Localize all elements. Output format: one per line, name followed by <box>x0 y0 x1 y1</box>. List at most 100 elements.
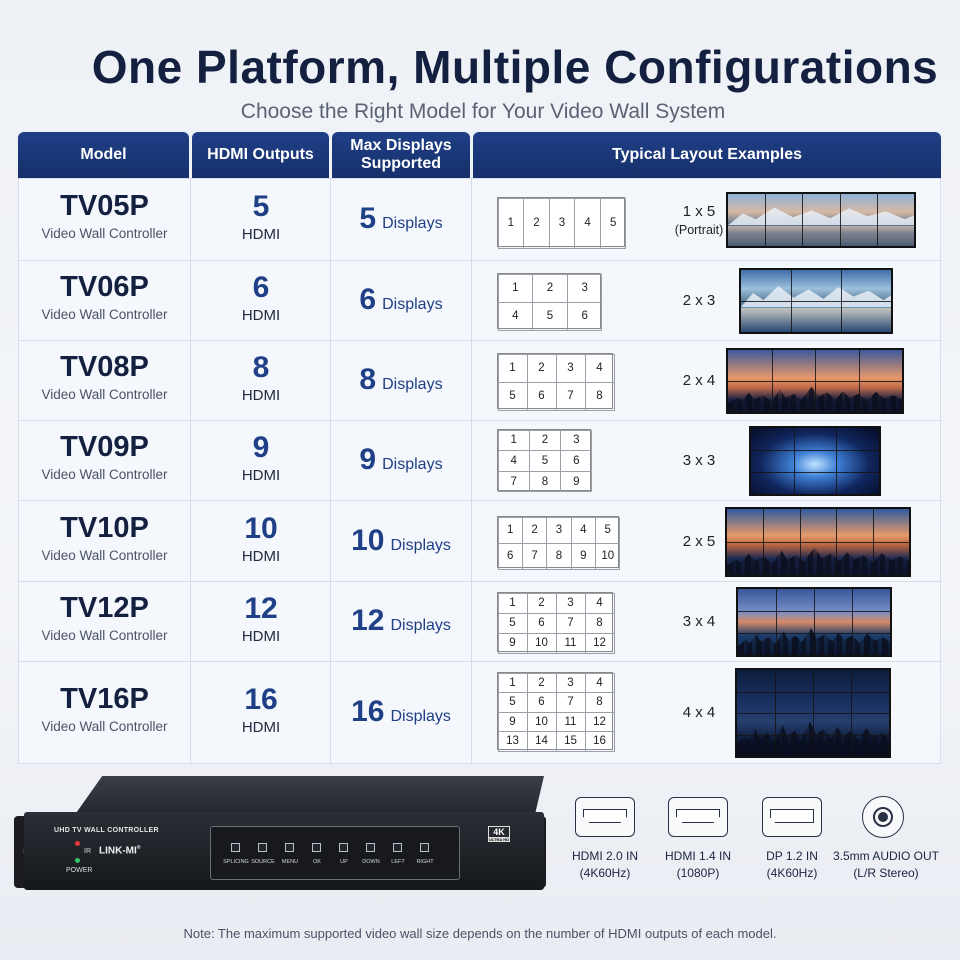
grid-cell: 4 <box>570 516 597 544</box>
grid-cell: 3 <box>555 672 586 693</box>
video-wall-preview <box>739 268 893 334</box>
grid-cell: 8 <box>528 470 562 493</box>
video-wall-preview <box>735 668 891 758</box>
device-button-ok[interactable] <box>312 843 321 852</box>
power-led-icon <box>75 858 80 863</box>
device-top <box>74 776 544 816</box>
device-button-right[interactable] <box>420 843 429 852</box>
grid-cell: 1 <box>497 273 534 303</box>
layout-label: 3 x 4 <box>682 613 716 630</box>
grid-cell: 9 <box>497 711 528 732</box>
grid-cell: 4 <box>584 592 615 614</box>
layout-label: 2 x 5 <box>682 532 716 550</box>
col-header-layouts: Typical Layout Examples <box>473 132 941 178</box>
grid-cell: 10 <box>595 542 621 570</box>
grid-cell: 6 <box>526 692 557 713</box>
grid-cell: 2 <box>526 592 557 614</box>
grid-cell: 15 <box>555 731 586 752</box>
device-button-down[interactable] <box>366 843 375 852</box>
hdmi-count: 5 <box>252 190 270 223</box>
hdmi-label: HDMI <box>241 628 281 645</box>
hdmi-label: HDMI <box>241 547 281 565</box>
display-count: 16 <box>351 695 385 728</box>
grid-cell: 5 <box>532 301 568 331</box>
grid-cell: 12 <box>584 632 615 654</box>
grid-cell: 1 <box>497 592 528 614</box>
hdmi-count: 16 <box>244 683 278 716</box>
model-description: Video Wall Controller <box>41 719 168 734</box>
col-header-hdmi: HDMI Outputs <box>192 132 329 178</box>
device-button-label: SPLICING <box>223 859 249 865</box>
grid-cell: 2 <box>523 197 550 249</box>
grid-cell: 5 <box>497 692 528 713</box>
grid-cell: 7 <box>497 470 530 493</box>
grid-cell: 6 <box>526 381 557 411</box>
video-wall-preview <box>726 348 904 414</box>
model-description: Video Wall Controller <box>41 387 168 402</box>
model-name: TV09P <box>60 431 149 463</box>
video-wall-preview <box>726 192 916 248</box>
display-count: 6 <box>359 283 377 316</box>
audio-jack-icon <box>862 796 904 838</box>
hdmi-label: HDMI <box>241 719 281 736</box>
grid-cell: 4 <box>574 197 601 249</box>
device-button-up[interactable] <box>339 843 348 852</box>
grid-cell: 13 <box>497 731 528 752</box>
display-count: 8 <box>359 363 377 396</box>
device-button-splicing[interactable] <box>231 843 240 852</box>
page-title: One Platform, Multiple Configurations <box>91 41 939 93</box>
display-label: Displays <box>382 456 443 473</box>
brand-logo: LINK-MI® <box>99 845 141 857</box>
display-label: Displays <box>382 296 443 313</box>
grid-cell: 2 <box>526 353 557 383</box>
grid-cell: 6 <box>566 301 603 331</box>
device-button-menu[interactable] <box>285 843 294 852</box>
grid-cell: 8 <box>584 381 615 411</box>
grid-cell: 16 <box>584 731 615 752</box>
hdmi-port-icon <box>575 797 635 837</box>
video-wall-preview <box>749 426 881 496</box>
grid-cell: 10 <box>526 711 557 732</box>
power-label: POWER <box>66 867 93 874</box>
grid-cell: 5 <box>497 381 528 411</box>
hdmi-label: HDMI <box>241 226 281 243</box>
display-label: Displays <box>390 617 451 634</box>
grid-cell: 2 <box>526 672 557 693</box>
device-button-label: SOURCE <box>251 859 275 865</box>
device-button-label: OK <box>313 859 321 865</box>
grid-cell: 6 <box>497 542 523 570</box>
device-button-label: UP <box>340 859 348 865</box>
grid-cell: 1 <box>497 672 528 693</box>
device-button-left[interactable] <box>393 843 402 852</box>
model-description: Video Wall Controller <box>41 628 168 643</box>
port-label-dp: DP 1.2 IN(4K60Hz) <box>766 849 818 880</box>
ir-led-icon <box>75 841 80 846</box>
grid-cell: 10 <box>526 632 557 654</box>
model-name: TV10P <box>60 511 149 544</box>
grid-cell: 4 <box>497 301 534 331</box>
grid-cell: 7 <box>555 692 586 713</box>
display-count: 5 <box>359 202 377 235</box>
layout-label: 2 x 3 <box>682 292 716 309</box>
hdmi-port-icon <box>668 797 728 837</box>
model-name: TV16P <box>60 683 149 715</box>
device-button-source[interactable] <box>258 843 267 852</box>
grid-cell: 14 <box>526 731 557 752</box>
grid-cell: 3 <box>560 429 593 452</box>
col-header-displays: Max Displays Supported <box>332 132 470 178</box>
grid-cell: 3 <box>555 353 586 383</box>
device-button-label: RIGHT <box>416 859 434 865</box>
grid-cell: 3 <box>566 273 603 303</box>
layout-label: 1 x 5 <box>682 203 716 220</box>
hdmi-label: HDMI <box>241 307 281 324</box>
